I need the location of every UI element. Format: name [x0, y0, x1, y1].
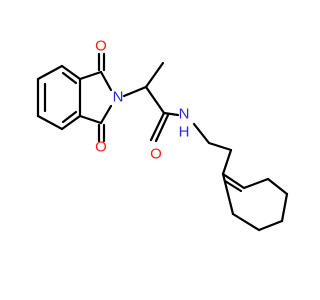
amide-hydrogen-label: H: [179, 124, 190, 141]
imide-carbonyls: [97, 52, 106, 143]
carbonyl-oxygen-bottom-label: O: [95, 139, 107, 156]
side-chain: [122, 61, 233, 176]
molecule-structure-diagram: N O O O N H: [36, 38, 289, 232]
carbonyl-oxygen-top-label: O: [95, 38, 107, 55]
benzene-ring: [36, 64, 82, 131]
imide-ring: [78, 70, 113, 125]
amide-nitrogen-label: N: [179, 106, 190, 123]
imide-nitrogen-label: N: [113, 89, 124, 106]
amide-oxygen-label: O: [150, 146, 162, 163]
cyclohexene-ring: [221, 172, 289, 232]
